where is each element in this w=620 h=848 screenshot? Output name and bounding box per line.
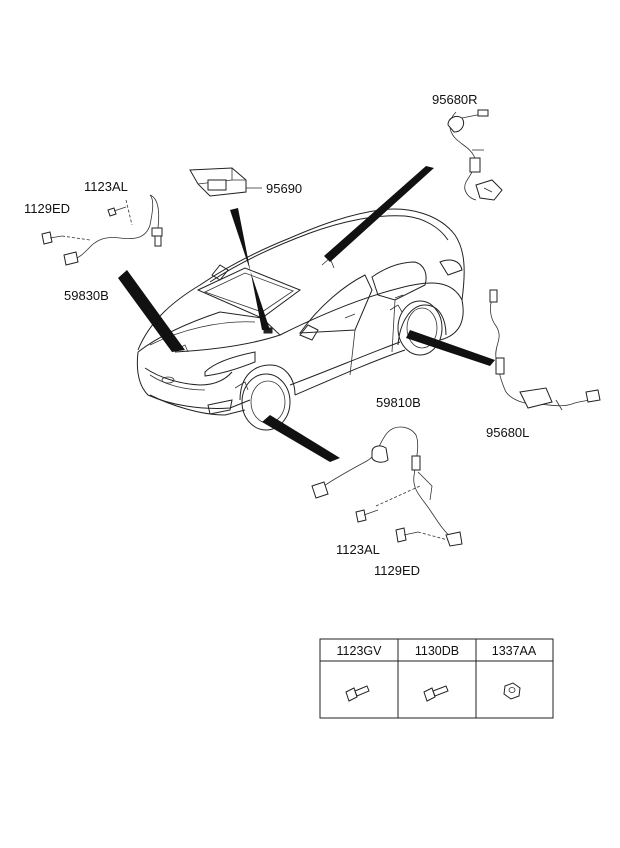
label-59830b: 59830B xyxy=(64,288,109,303)
table-header-2: 1130DB xyxy=(415,644,459,658)
yaw-rate-module-95690 xyxy=(189,167,262,197)
car-illustration xyxy=(136,208,465,431)
bolt-1130db-icon xyxy=(423,685,449,702)
rear-left-sensor-95680l xyxy=(489,289,601,411)
nut-1337aa-icon xyxy=(503,682,521,700)
label-1129ed-bottom: 1129ED xyxy=(374,563,420,578)
leader-wedges xyxy=(118,166,495,462)
fastener-table: 1123GV 1130DB 1337AA xyxy=(319,638,554,719)
table-header-1: 1123GV xyxy=(337,644,383,658)
label-95680r: 95680R xyxy=(432,92,478,107)
front-left-sensor-59830b xyxy=(41,194,163,266)
label-1123al-bottom: 1123AL xyxy=(336,542,380,557)
label-95680l: 95680L xyxy=(486,425,529,440)
label-1123al-top: 1123AL xyxy=(84,179,128,194)
bolt-1123gv-icon xyxy=(345,685,370,702)
label-1129ed-top: 1129ED xyxy=(24,201,70,216)
front-right-sensor-59810b xyxy=(311,426,463,547)
label-59810b: 59810B xyxy=(376,395,421,410)
label-95690: 95690 xyxy=(266,181,302,196)
rear-right-sensor-95680r xyxy=(447,109,503,201)
table-header-3: 1337AA xyxy=(492,644,537,658)
